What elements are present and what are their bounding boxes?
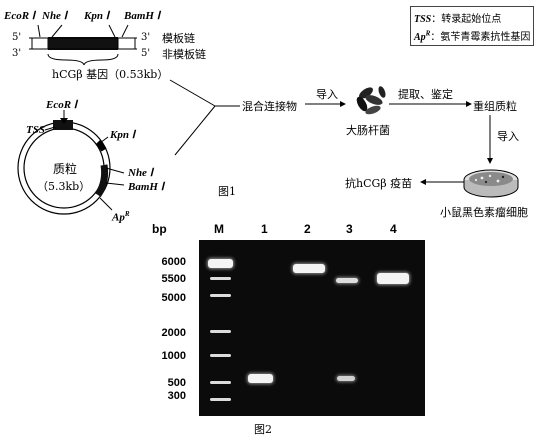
extract-label: 提取、鉴定 — [398, 88, 453, 101]
lane1-band — [248, 374, 273, 383]
converge-lines — [169, 79, 240, 156]
plasmid-name: 质粒 — [53, 162, 78, 176]
legend-apr: ApR：氨苄青霉素抗性基因 — [414, 29, 531, 43]
gel-image — [199, 240, 425, 416]
legend-tss: TSS：转录起始位点 — [414, 14, 502, 25]
marker-band-500 — [210, 381, 231, 384]
plasmid-kpni-label: Kpn Ⅰ — [110, 129, 135, 141]
import-label-2: 导入 — [497, 130, 519, 143]
tick-5500: 5500 — [161, 273, 186, 285]
lane3-band-lower — [337, 376, 355, 381]
tick-500: 500 — [167, 377, 186, 389]
vaccine-label: 抗hCGβ 疫苗 — [345, 177, 413, 190]
ecoli-label: 大肠杆菌 — [346, 124, 390, 137]
figure1-caption: 图1 — [218, 185, 236, 198]
lane2-band — [293, 264, 325, 273]
nhei-site-label: Nhe Ⅰ — [42, 10, 67, 22]
plasmid-nhei-label: Nhe Ⅰ — [128, 167, 153, 179]
lane-label-4: 4 — [390, 222, 397, 236]
apr-label: ApR — [112, 210, 130, 224]
plasmid-ecori-label: EcoR Ⅰ — [46, 99, 78, 111]
three-prime-bottom: 3' — [12, 48, 22, 59]
tick-300: 300 — [167, 390, 186, 402]
lane3-band-upper — [336, 278, 358, 283]
bp-unit-label: bp — [152, 222, 167, 236]
ecoli-icon — [356, 86, 386, 115]
lane-label-1: 1 — [261, 222, 268, 236]
petri-dish-icon — [463, 169, 519, 198]
marker-band-300 — [210, 398, 231, 401]
bamhi-site-label: BamH Ⅰ — [124, 10, 160, 22]
lane-label-2: 2 — [304, 222, 311, 236]
marker-band-1000 — [210, 354, 231, 357]
tick-2000: 2000 — [161, 327, 186, 339]
marker-band-5500 — [210, 277, 231, 280]
mixture-label: 混合连接物 — [242, 100, 297, 113]
lane4-band — [377, 273, 409, 284]
figure2-caption: 图2 — [254, 423, 272, 436]
five-prime-top: 5' — [12, 32, 22, 43]
melanoma-cells-label: 小鼠黑色素瘤细胞 — [440, 206, 528, 219]
import-label-1: 导入 — [316, 88, 338, 101]
ecori-site-label: EcoR Ⅰ — [4, 10, 36, 22]
plasmid-size: （5.3kb） — [37, 180, 91, 193]
lane-label-m: M — [214, 222, 224, 236]
kpni-site-label: Kpn Ⅰ — [84, 10, 109, 22]
recombinant-plasmid-label: 重组质粒 — [473, 100, 517, 113]
plasmid-circle — [17, 110, 125, 215]
tick-5000: 5000 — [161, 292, 186, 304]
tick-6000: 6000 — [161, 256, 186, 268]
tick-1000: 1000 — [161, 350, 186, 362]
marker-band-2000 — [210, 330, 231, 333]
lane-label-3: 3 — [346, 222, 353, 236]
marker-band-6000 — [208, 259, 233, 268]
hcg-gene-segment — [29, 24, 137, 66]
three-prime-top: 3' — [141, 32, 151, 43]
figure1-drawing — [17, 24, 519, 215]
five-prime-right: 5' — [141, 48, 151, 59]
template-strand-label: 模板链 — [162, 32, 195, 45]
marker-band-5000 — [210, 294, 231, 297]
gene-name-label: hCGβ 基因（0.53kb） — [52, 68, 169, 81]
tss-label: TSS — [26, 124, 45, 136]
non-template-strand-label: 非模板链 — [162, 48, 206, 61]
flow-arrows — [305, 101, 493, 185]
legend-box — [410, 6, 534, 46]
plasmid-bamhi-label: BamH Ⅰ — [128, 181, 164, 193]
